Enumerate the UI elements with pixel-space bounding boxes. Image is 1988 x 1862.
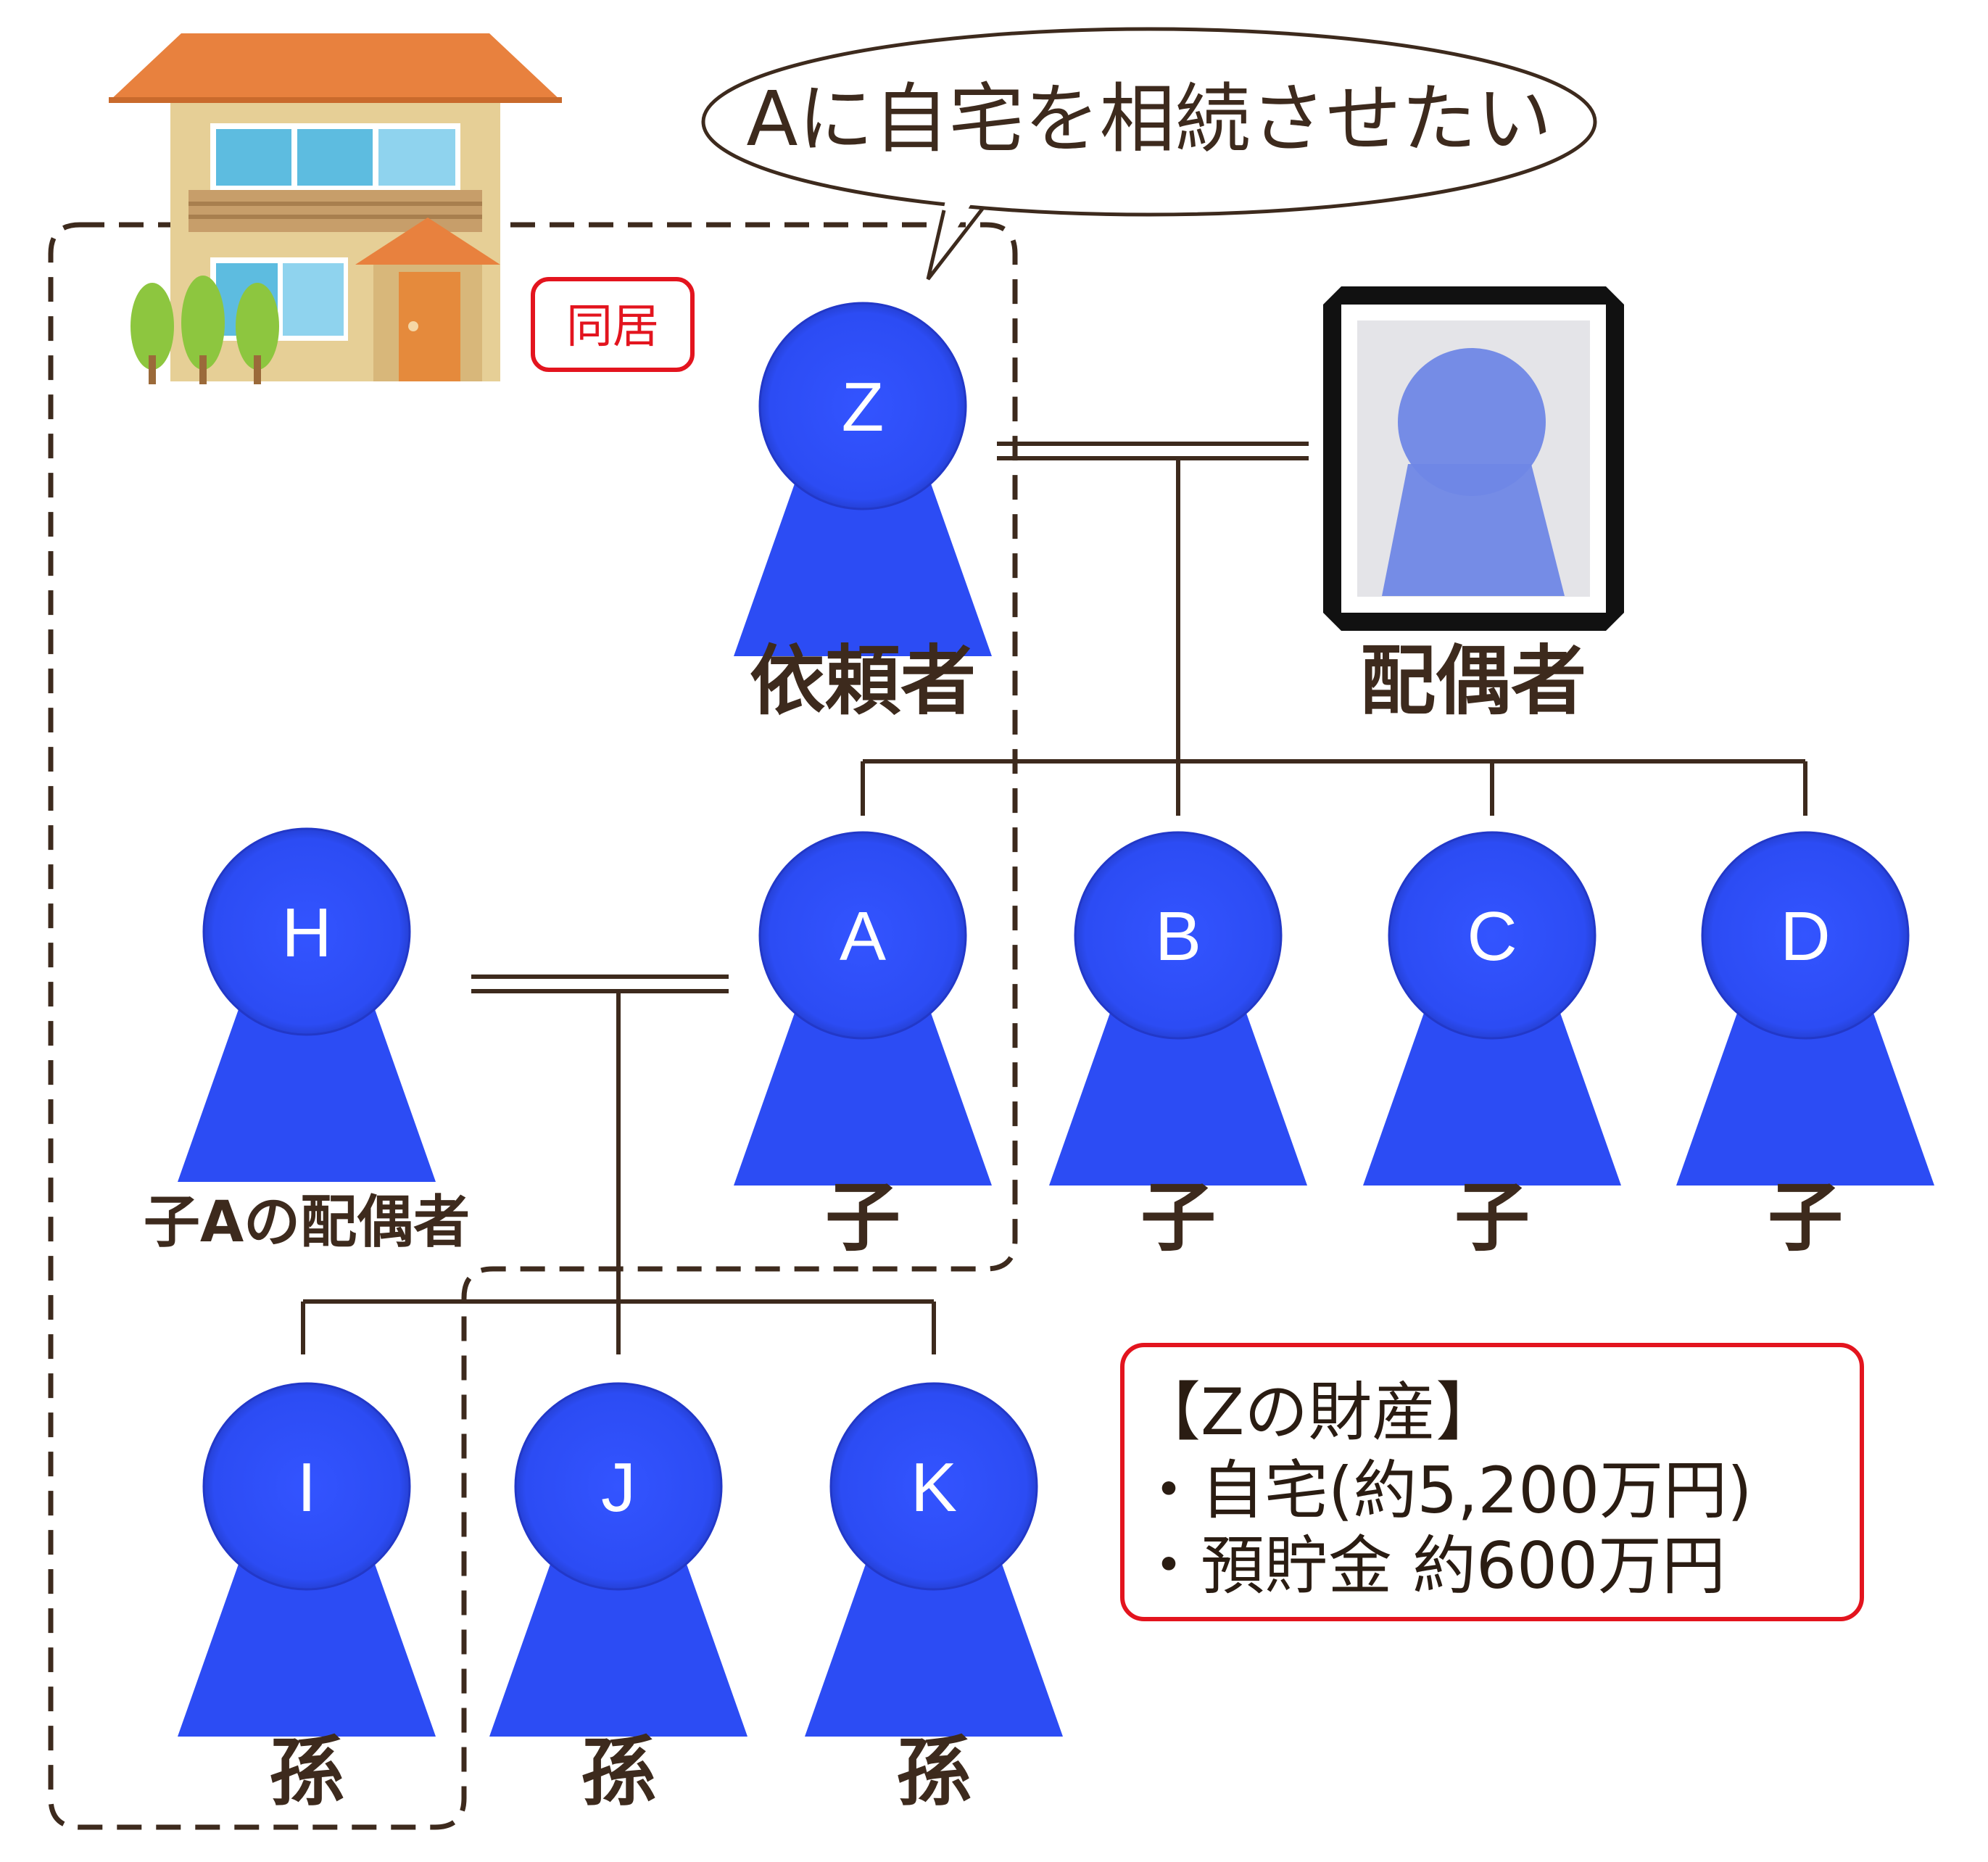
person-letter-J: J	[601, 1449, 636, 1526]
role-label-I: 孫	[269, 1728, 344, 1816]
person-Z: Z	[734, 302, 992, 656]
person-head-A	[758, 831, 967, 1040]
person-letter-K: K	[911, 1449, 957, 1526]
person-head-D	[1701, 831, 1910, 1040]
role-label-J: 孫	[581, 1728, 656, 1816]
person-body-D	[1676, 1001, 1934, 1186]
cohabitation-tag	[531, 277, 695, 372]
person-D: D	[1676, 831, 1934, 1186]
person-K: K	[805, 1382, 1063, 1737]
relationship-lines	[301, 442, 1807, 1354]
person-head-C	[1388, 831, 1596, 1040]
person-body-K	[805, 1552, 1063, 1737]
person-head-I	[202, 1382, 411, 1591]
person-body-C	[1363, 1001, 1621, 1186]
role-label-spouse: 配偶者	[1360, 637, 1586, 725]
person-C: C	[1363, 831, 1621, 1186]
person-head-J	[514, 1382, 723, 1591]
person-body-I	[178, 1552, 436, 1737]
assets-item-savings: ・預貯金 約600万円	[1137, 1528, 1726, 1603]
person-letter-C: C	[1467, 898, 1517, 975]
role-label-A: 子	[825, 1173, 900, 1262]
person-letter-D: D	[1780, 898, 1830, 975]
person-I: I	[178, 1382, 436, 1737]
person-letter-Z: Z	[842, 368, 885, 446]
person-J: J	[489, 1382, 747, 1737]
assets-title: 【Zの財産】	[1137, 1375, 1499, 1449]
person-body-H	[178, 997, 436, 1182]
person-body-J	[489, 1552, 747, 1737]
role-label-C: 子	[1454, 1173, 1530, 1262]
person-body-A	[734, 1001, 992, 1186]
person-A: A	[734, 831, 992, 1186]
memorial-portrait-icon	[1323, 286, 1624, 631]
person-head-B	[1074, 831, 1283, 1040]
person-letter-B: B	[1155, 898, 1201, 975]
person-letter-I: I	[297, 1449, 317, 1526]
person-H: H	[178, 827, 436, 1182]
assets-box	[1120, 1343, 1864, 1621]
person-head-K	[829, 1382, 1038, 1591]
person-B: B	[1049, 831, 1307, 1186]
role-label-D: 子	[1768, 1173, 1843, 1262]
person-head-Z	[758, 302, 967, 510]
person-body-Z	[734, 471, 992, 656]
role-label-B: 子	[1140, 1173, 1216, 1262]
person-body-B	[1049, 1001, 1307, 1186]
cohabitation-boundary	[48, 222, 1018, 1830]
person-head-H	[202, 827, 411, 1036]
role-label-H: 子Aの配偶者	[144, 1190, 470, 1255]
speech-bubble	[701, 27, 1597, 281]
house-icon	[109, 33, 562, 384]
cohabitation-tag-label: 同居	[566, 300, 659, 354]
person-letter-H: H	[281, 894, 331, 972]
speech-bubble-text: Aに自宅を相続させたい	[746, 75, 1552, 163]
role-label-Z: 依頼者	[750, 637, 976, 725]
person-letter-A: A	[840, 898, 886, 975]
assets-item-home: ・自宅(約5,200万円)	[1137, 1453, 1752, 1528]
role-label-K: 孫	[896, 1728, 972, 1816]
